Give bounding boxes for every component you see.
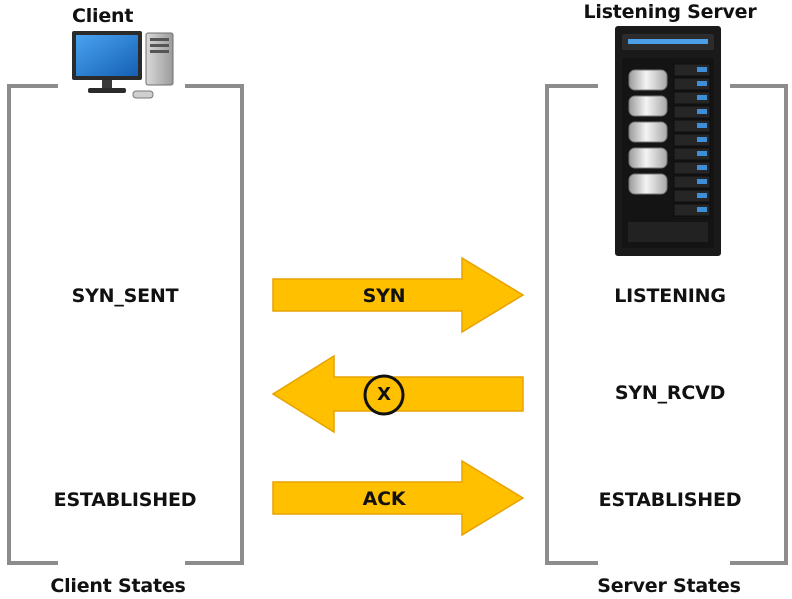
rack-server-icon (615, 26, 721, 256)
client-states-caption: Client States (50, 575, 186, 597)
server-state-established: ESTABLISHED (598, 489, 742, 511)
server-states-bracket (545, 84, 788, 565)
x-marker-label: X (377, 384, 391, 405)
desktop-computer-icon (72, 31, 174, 99)
server-state-listening: LISTENING (614, 285, 726, 307)
ack-label: ACK (362, 488, 406, 510)
ack-arrow (272, 459, 525, 537)
client-title: Client (72, 5, 134, 27)
client-state-established: ESTABLISHED (53, 489, 197, 511)
server-states-caption: Server States (597, 575, 741, 597)
client-state-syn-sent: SYN_SENT (71, 285, 179, 307)
server-title: Listening Server (583, 1, 757, 23)
syn-label: SYN (362, 285, 406, 307)
server-state-syn-rcvd: SYN_RCVD (614, 382, 726, 404)
x-circle-icon (363, 374, 405, 416)
syn-arrow (272, 256, 525, 334)
client-states-bracket (7, 84, 244, 565)
